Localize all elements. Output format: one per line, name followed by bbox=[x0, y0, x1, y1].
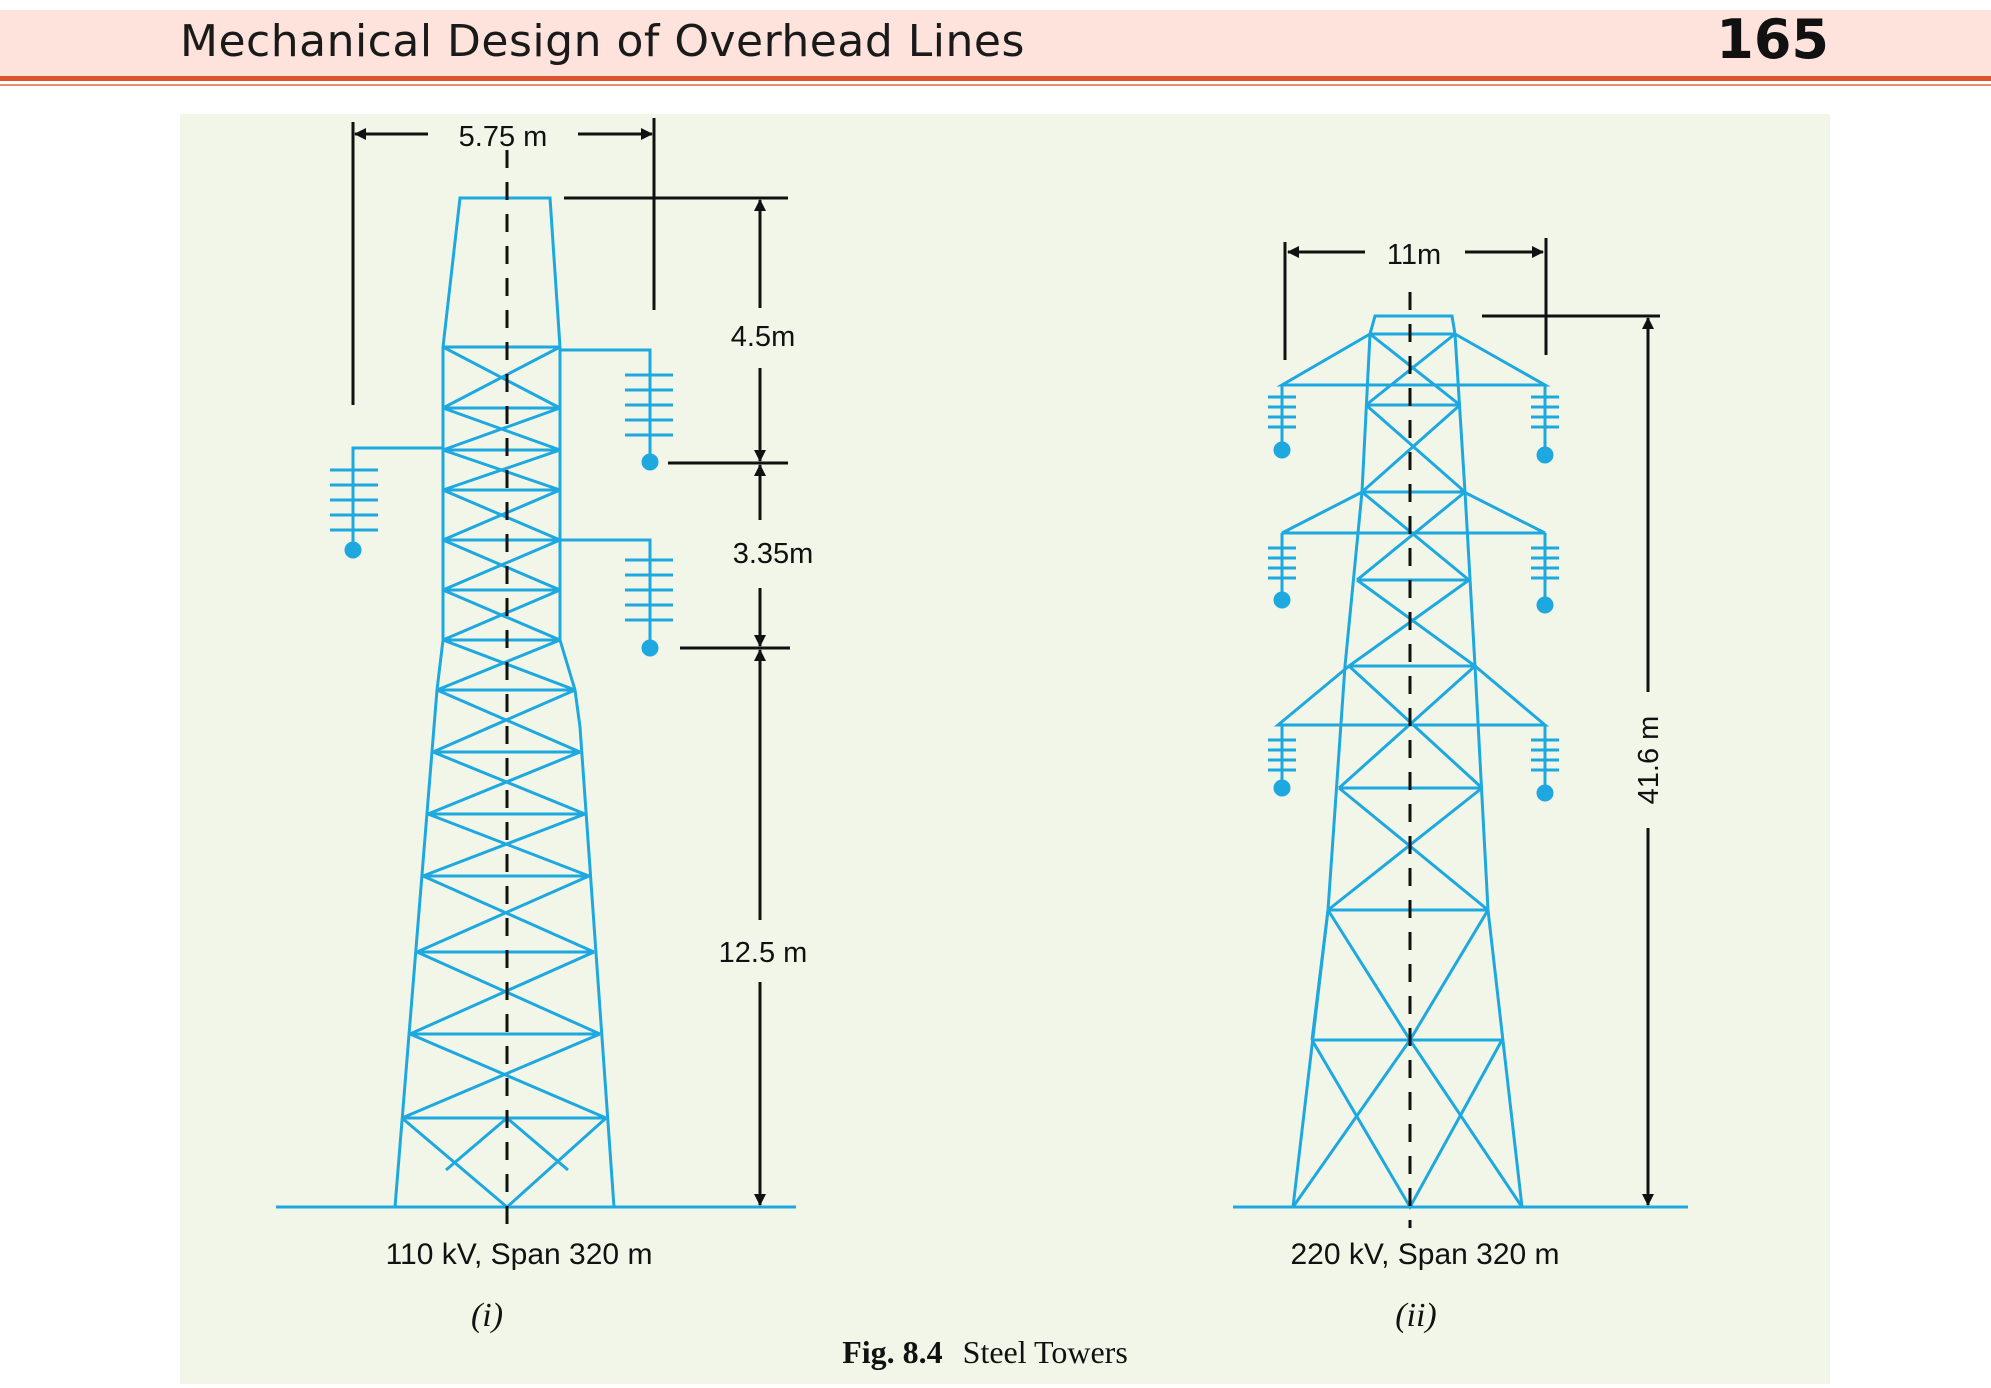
dim-width-220kv: 11m bbox=[1387, 239, 1441, 271]
dim-bottom-110kv: 12.5 m bbox=[719, 937, 808, 969]
dim-mid-110kv: 3.35m bbox=[733, 538, 814, 570]
sub-label-i: (i) bbox=[471, 1297, 503, 1334]
dimensions-220kv bbox=[1283, 238, 1660, 1206]
dim-height-220kv: 41.6 m bbox=[1633, 716, 1665, 805]
caption-110kv: 110 kV, Span 320 m bbox=[386, 1238, 653, 1271]
running-title: Mechanical Design of Overhead Lines bbox=[180, 16, 1025, 67]
caption-220kv: 220 kV, Span 320 m bbox=[1290, 1238, 1559, 1271]
dim-width-110kv: 5.75 m bbox=[459, 121, 548, 153]
insulator-strings-220kv bbox=[1268, 385, 1559, 802]
sub-label-ii: (ii) bbox=[1395, 1297, 1437, 1334]
dim-top-110kv: 4.5m bbox=[731, 321, 795, 353]
dimensions-110kv bbox=[351, 118, 790, 1206]
header-rule-thin bbox=[0, 84, 1991, 86]
tower-220kv bbox=[1233, 314, 1688, 1211]
header-rule bbox=[0, 76, 1991, 81]
figure-caption-text: Steel Towers bbox=[963, 1334, 1128, 1370]
running-header-band bbox=[0, 10, 1991, 78]
tower-110kv bbox=[276, 196, 796, 1209]
page-number: 165 bbox=[1716, 8, 1829, 71]
figure-caption-line: Fig. 8.4 Steel Towers bbox=[842, 1334, 1128, 1370]
insulator-strings-110kv bbox=[330, 365, 673, 657]
figure-caption-number: Fig. 8.4 bbox=[842, 1334, 942, 1370]
